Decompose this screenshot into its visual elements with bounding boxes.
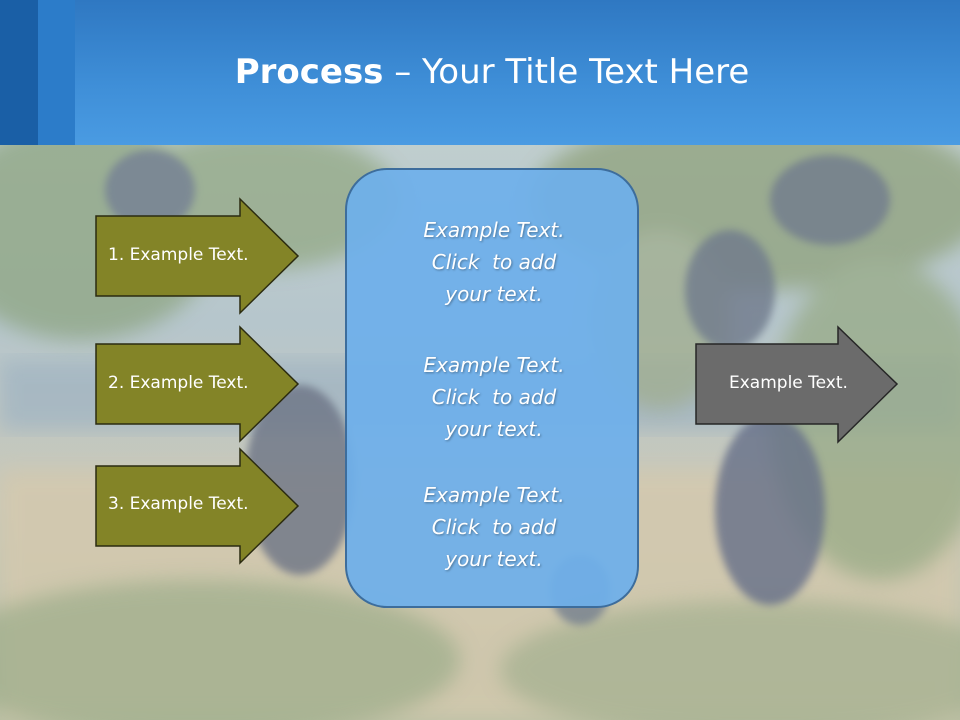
process-arrow-3[interactable]: 3. Example Text. xyxy=(95,447,300,565)
result-arrow[interactable]: Example Text. xyxy=(695,325,900,444)
text-line: your text. xyxy=(445,282,543,306)
arrow-label: Example Text. xyxy=(729,373,848,393)
center-text-block-1: Example Text. Click to add your text. xyxy=(347,214,641,310)
arrow-label: 3. Example Text. xyxy=(108,494,249,514)
text-line: your text. xyxy=(445,417,543,441)
text-line: Example Text. xyxy=(423,483,565,507)
text-line: Example Text. xyxy=(423,218,565,242)
center-content-box[interactable]: Example Text. Click to add your text. Ex… xyxy=(345,168,639,608)
text-line: Click to add xyxy=(431,515,557,539)
slide-title[interactable]: Process – Your Title Text Here xyxy=(0,52,960,92)
center-text-block-2: Example Text. Click to add your text. xyxy=(347,349,641,445)
text-line: Click to add xyxy=(431,385,557,409)
arrow-label: 2. Example Text. xyxy=(108,373,249,393)
arrow-label: 1. Example Text. xyxy=(108,245,249,265)
title-bold-part: Process xyxy=(234,52,384,92)
text-line: Example Text. xyxy=(423,353,565,377)
process-arrow-2[interactable]: 2. Example Text. xyxy=(95,325,300,443)
process-arrow-1[interactable]: 1. Example Text. xyxy=(95,197,300,315)
header-accent-stripe xyxy=(0,0,38,145)
header-accent-stripe xyxy=(38,0,75,145)
title-bar: Process – Your Title Text Here xyxy=(0,0,960,145)
text-line: your text. xyxy=(445,547,543,571)
right-arrow-shape xyxy=(95,325,300,443)
title-rest: – Your Title Text Here xyxy=(383,52,750,92)
right-arrow-shape xyxy=(95,197,300,315)
right-arrow-shape xyxy=(95,447,300,565)
text-line: Click to add xyxy=(431,250,557,274)
center-text-block-3: Example Text. Click to add your text. xyxy=(347,479,641,575)
right-arrow-shape xyxy=(695,325,899,444)
